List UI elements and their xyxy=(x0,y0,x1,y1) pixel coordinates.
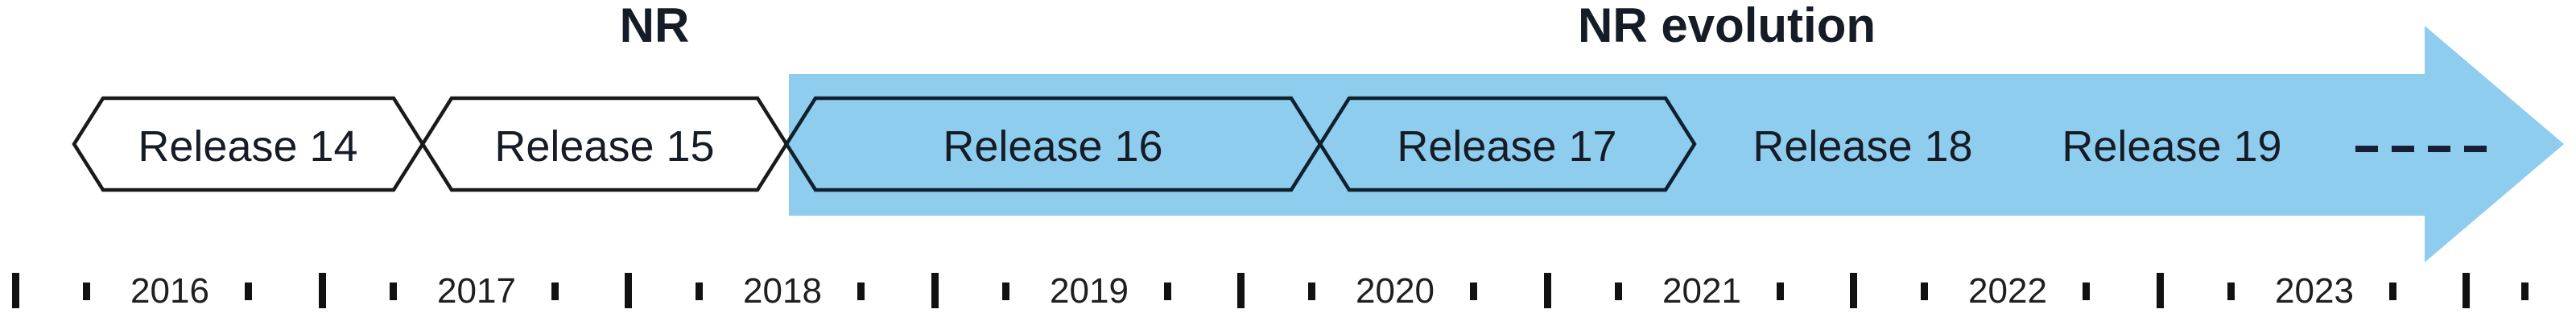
release-15-chevron-shape xyxy=(420,96,789,192)
timeline-tick-minor xyxy=(696,282,703,300)
year-label-2022: 2022 xyxy=(1968,271,2047,311)
timeline-tick-minor xyxy=(1164,282,1171,300)
year-label-2021: 2021 xyxy=(1662,271,1741,311)
year-label-2018: 2018 xyxy=(743,271,822,311)
timeline-tick-minor xyxy=(2521,282,2529,300)
timeline-tick-major xyxy=(2462,273,2470,308)
timeline-tick-major xyxy=(2157,273,2164,308)
release-14-chevron: Release 14 xyxy=(72,96,425,192)
timeline-tick-minor xyxy=(2227,282,2235,300)
release-14-chevron-shape xyxy=(72,96,425,192)
release-18-label: Release 18 xyxy=(1752,122,1972,171)
release-17-chevron: Release 17 xyxy=(1318,96,1697,192)
year-label-2016: 2016 xyxy=(130,271,209,311)
timeline-tick-minor xyxy=(2389,282,2396,300)
release-16-label: Release 16 xyxy=(943,122,1162,171)
year-label-2019: 2019 xyxy=(1050,271,1129,311)
timeline-tick-minor xyxy=(857,282,865,300)
timeline-tick-minor xyxy=(2083,282,2090,300)
timeline-tick-major xyxy=(1544,273,1551,308)
timeline-tick-minor xyxy=(390,282,397,300)
timeline-tick-major xyxy=(319,273,326,308)
timeline-tick-major xyxy=(12,273,19,308)
timeline-tick-minor xyxy=(1308,282,1315,300)
release-15-chevron: Release 15 xyxy=(420,96,789,192)
year-label-2017: 2017 xyxy=(437,271,516,311)
timeline-tick-major xyxy=(1850,273,1857,308)
release-16-chevron: Release 16 xyxy=(784,96,1323,192)
release-17-label: Release 17 xyxy=(1397,122,1616,171)
timeline-tick-minor xyxy=(1470,282,1477,300)
release-15-label: Release 15 xyxy=(494,122,714,171)
timeline-tick-minor xyxy=(551,282,559,300)
nr-evolution-phase-label: NR evolution xyxy=(1578,0,1876,52)
release-17-chevron-shape xyxy=(1318,96,1697,192)
year-label-2020: 2020 xyxy=(1356,271,1435,311)
timeline-tick-minor xyxy=(1615,282,1622,300)
timeline-tick-major xyxy=(931,273,939,308)
timeline-tick-minor xyxy=(83,282,90,300)
release-19-label: Release 19 xyxy=(2062,122,2281,171)
timeline-tick-major xyxy=(1237,273,1245,308)
timeline-tick-minor xyxy=(1921,282,1928,300)
timeline-tick-major xyxy=(625,273,632,308)
timeline-tick-minor xyxy=(1777,282,1784,300)
release-16-chevron-shape xyxy=(784,96,1323,192)
year-label-2023: 2023 xyxy=(2275,271,2354,311)
nr-phase-label: NR xyxy=(620,0,690,52)
timeline-axis xyxy=(12,273,2529,308)
timeline-tick-minor xyxy=(1002,282,1009,300)
timeline-tick-minor xyxy=(245,282,252,300)
release-14-label: Release 14 xyxy=(138,122,357,171)
